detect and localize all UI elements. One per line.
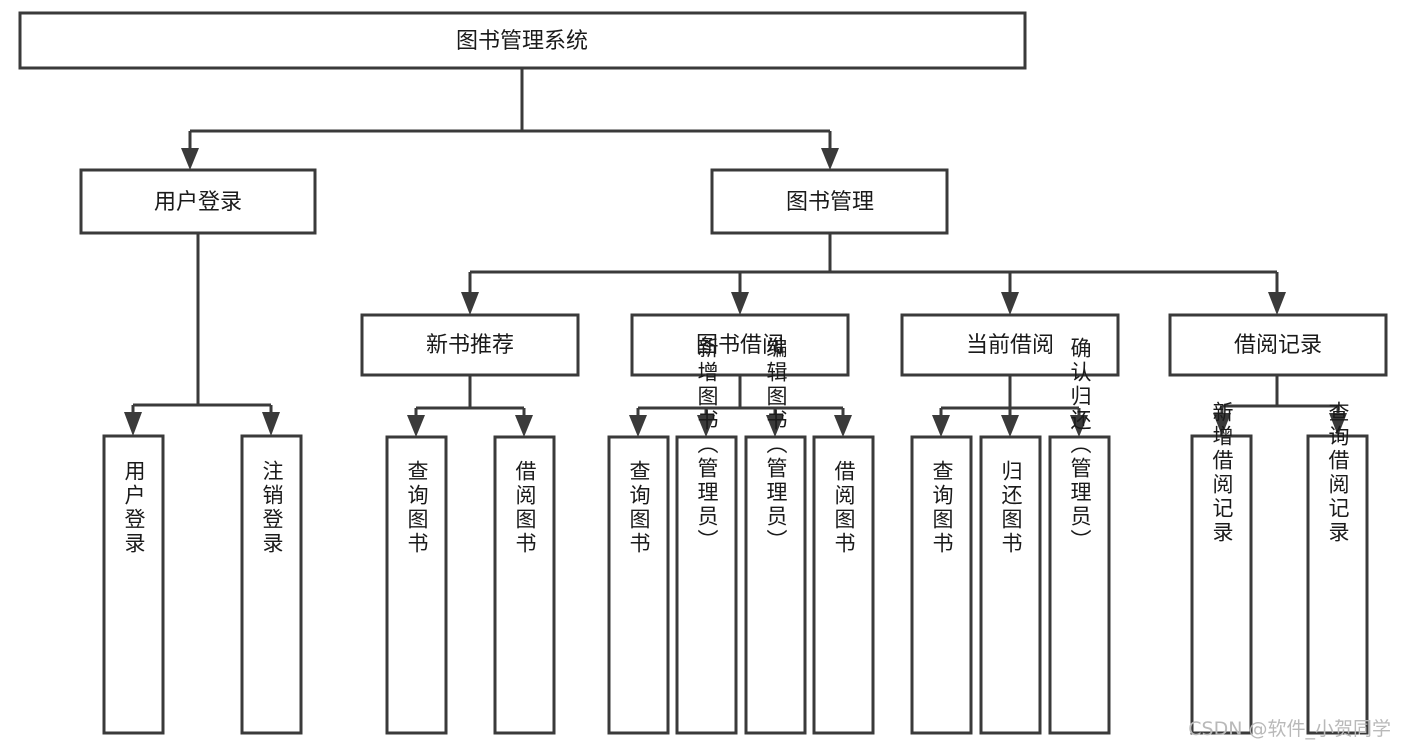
node-book-manage-box[interactable] bbox=[710, 168, 949, 235]
node-leaf-confirm-return-box[interactable] bbox=[1048, 435, 1111, 735]
node-leaf-user-login-box[interactable] bbox=[102, 434, 165, 735]
node-root-label: 图书管理系统 bbox=[456, 29, 588, 54]
connector-group-borrow-record-to-leaves bbox=[1213, 375, 1347, 436]
node-leaf-user-login-label: 用户登录 bbox=[122, 460, 146, 556]
node-borrow-record-box[interactable] bbox=[1168, 313, 1388, 377]
node-leaf-query-record[interactable]: 查询借阅记录 bbox=[1306, 401, 1369, 735]
node-book-borrow-box[interactable] bbox=[630, 313, 850, 377]
arrow-head-leaf-logout-login bbox=[262, 412, 280, 436]
arrow-head-user-login bbox=[181, 148, 199, 170]
node-new-book-recommend-box[interactable] bbox=[360, 313, 580, 377]
node-leaf-borrow-book-1-box[interactable] bbox=[493, 435, 556, 735]
arrow-head-leaf-confirm-return bbox=[1070, 415, 1088, 437]
arrow-head-book-borrow bbox=[731, 292, 749, 315]
node-borrow-record[interactable]: 借阅记录 bbox=[1168, 313, 1388, 377]
node-leaf-query-book-1-box[interactable] bbox=[385, 435, 448, 735]
connector-group-book-manage-to-level3 bbox=[461, 233, 1286, 315]
node-new-book-recommend[interactable]: 新书推荐 bbox=[360, 313, 580, 377]
node-leaf-add-record[interactable]: 新增借阅记录 bbox=[1190, 401, 1253, 735]
arrow-head-leaf-borrow-book-1 bbox=[515, 415, 533, 437]
arrow-head-leaf-query-record bbox=[1329, 413, 1347, 436]
arrow-head-leaf-add-book bbox=[697, 415, 715, 437]
node-user-login-box[interactable] bbox=[79, 168, 317, 235]
node-user-login[interactable]: 用户登录 bbox=[79, 168, 317, 235]
node-leaf-confirm-return-label: 确认归还（管理员） bbox=[1068, 337, 1092, 553]
node-leaf-query-record-label: 查询借阅记录 bbox=[1326, 401, 1350, 545]
connector-group-current-borrow-to-leaves bbox=[932, 375, 1088, 437]
node-root[interactable]: 图书管理系统 bbox=[18, 11, 1027, 70]
node-leaf-add-book-label: 新增图书（管理员） bbox=[695, 337, 719, 553]
node-current-borrow-label: 当前借阅 bbox=[966, 333, 1054, 358]
node-leaf-edit-book-label: 编辑图书（管理员） bbox=[764, 337, 788, 553]
arrow-head-leaf-query-book-2 bbox=[629, 415, 647, 437]
node-leaf-return-book[interactable]: 归还图书 bbox=[979, 435, 1042, 735]
node-leaf-query-book-2-label: 查询图书 bbox=[627, 460, 651, 556]
node-leaf-borrow-book-2[interactable]: 借阅图书 bbox=[812, 435, 875, 735]
arrow-head-leaf-edit-book bbox=[766, 415, 784, 437]
node-leaf-user-login[interactable]: 用户登录 bbox=[102, 434, 165, 735]
node-root-box[interactable] bbox=[18, 11, 1027, 70]
node-leaf-return-book-label: 归还图书 bbox=[999, 460, 1023, 556]
node-leaf-add-book-box[interactable] bbox=[675, 435, 738, 735]
arrow-head-new-book-recommend bbox=[461, 292, 479, 315]
node-leaf-add-record-box[interactable] bbox=[1190, 434, 1253, 735]
node-leaf-add-book[interactable]: 新增图书（管理员） bbox=[675, 337, 738, 735]
node-leaf-query-book-3[interactable]: 查询图书 bbox=[910, 435, 973, 735]
arrow-head-leaf-add-record bbox=[1213, 413, 1231, 436]
connector-group-new-book-recommend-to-leaves bbox=[407, 375, 533, 437]
node-leaf-query-book-3-box[interactable] bbox=[910, 435, 973, 735]
node-leaf-borrow-book-2-box[interactable] bbox=[812, 435, 875, 735]
arrow-head-leaf-query-book-3 bbox=[932, 415, 950, 437]
node-leaf-confirm-return[interactable]: 确认归还（管理员） bbox=[1048, 337, 1111, 735]
node-current-borrow[interactable]: 当前借阅 bbox=[900, 313, 1120, 377]
node-leaf-return-book-box[interactable] bbox=[979, 435, 1042, 735]
node-leaf-borrow-book-1[interactable]: 借阅图书 bbox=[493, 435, 556, 735]
node-leaf-query-book-2[interactable]: 查询图书 bbox=[607, 435, 670, 735]
node-book-manage[interactable]: 图书管理 bbox=[710, 168, 949, 235]
node-leaf-query-book-3-label: 查询图书 bbox=[930, 460, 954, 556]
node-leaf-query-book-2-box[interactable] bbox=[607, 435, 670, 735]
connector-group-root-to-level2 bbox=[181, 68, 839, 170]
node-leaf-logout-login-box[interactable] bbox=[240, 434, 303, 735]
node-leaf-logout-login-label: 注销登录 bbox=[260, 460, 284, 556]
arrow-head-leaf-query-book-1 bbox=[407, 415, 425, 437]
arrow-head-borrow-record bbox=[1268, 292, 1286, 315]
node-leaf-borrow-book-1-label: 借阅图书 bbox=[513, 460, 537, 556]
node-book-borrow[interactable]: 图书借阅 bbox=[630, 313, 850, 377]
node-leaf-borrow-book-2-label: 借阅图书 bbox=[832, 460, 856, 556]
node-leaf-logout-login[interactable]: 注销登录 bbox=[240, 434, 303, 735]
connector-group-user-login-to-leaves bbox=[124, 233, 280, 436]
node-borrow-record-label: 借阅记录 bbox=[1234, 333, 1322, 358]
arrow-head-leaf-return-book bbox=[1001, 415, 1019, 437]
arrow-head-current-borrow bbox=[1001, 292, 1019, 315]
node-book-manage-label: 图书管理 bbox=[786, 190, 874, 215]
connector-group-book-borrow-to-leaves bbox=[629, 375, 852, 437]
node-leaf-edit-book[interactable]: 编辑图书（管理员） bbox=[744, 337, 807, 735]
node-user-login-label: 用户登录 bbox=[154, 190, 242, 215]
node-leaf-query-book-1[interactable]: 查询图书 bbox=[385, 435, 448, 735]
arrow-head-leaf-borrow-book-2 bbox=[834, 415, 852, 437]
node-book-borrow-label: 图书借阅 bbox=[696, 333, 784, 358]
arrow-head-leaf-user-login bbox=[124, 412, 142, 436]
node-new-book-recommend-label: 新书推荐 bbox=[426, 333, 514, 358]
node-current-borrow-box[interactable] bbox=[900, 313, 1120, 377]
node-leaf-query-record-box[interactable] bbox=[1306, 434, 1369, 735]
node-leaf-query-book-1-label: 查询图书 bbox=[405, 460, 429, 556]
node-leaf-add-record-label: 新增借阅记录 bbox=[1210, 401, 1234, 545]
node-leaf-edit-book-box[interactable] bbox=[744, 435, 807, 735]
arrow-head-book-manage bbox=[821, 148, 839, 170]
